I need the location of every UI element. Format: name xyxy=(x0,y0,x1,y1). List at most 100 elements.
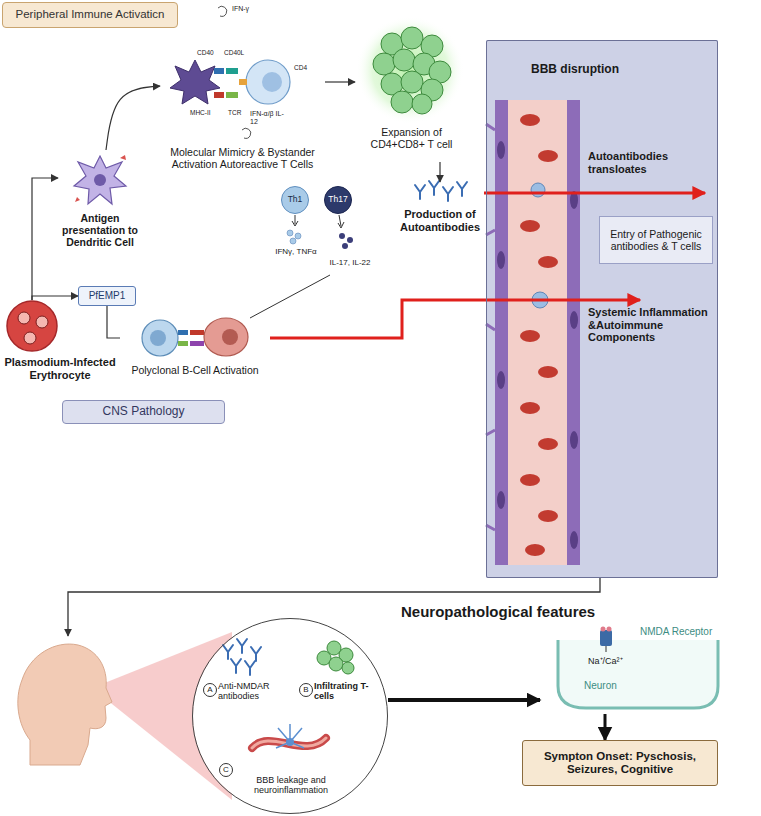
blood-vessel xyxy=(495,100,580,565)
arrow-connector xyxy=(32,178,58,300)
blood-vessel xyxy=(538,510,558,522)
infected-erythrocyte xyxy=(7,301,57,351)
blood-vessel xyxy=(497,251,505,269)
antigen-box: PfEMP1 xyxy=(78,286,136,306)
callout-letter: B xyxy=(299,683,313,697)
mimicry-cells xyxy=(226,68,238,74)
expansion-node: Expansion of CD4+CD8+ T cell xyxy=(355,22,468,162)
th17-cell: Th17 xyxy=(324,186,352,214)
zoom-circle: Neuropathological featuresAAnti-NMDAR an… xyxy=(192,618,388,814)
infected-erythrocyte xyxy=(24,332,36,344)
b-cell-macrophage xyxy=(150,330,166,346)
t-cell-cluster xyxy=(356,16,464,124)
arrow-connector xyxy=(439,162,440,182)
blood-vessel xyxy=(495,100,508,565)
node-text: Molecular Mimicry & Bystander Activation… xyxy=(170,146,315,170)
autoantibody-node: Production of Autoantibodies xyxy=(396,182,484,244)
node-text: NMDA Receptor xyxy=(640,626,712,638)
cns-icons xyxy=(237,639,247,653)
cns-icons xyxy=(252,738,326,748)
blood-vessel xyxy=(486,100,580,565)
cns-icons xyxy=(252,738,326,748)
neuron-membrane xyxy=(607,627,612,632)
marker-label: IFN-α/β IL-12 xyxy=(250,110,290,126)
b-cell-macrophage xyxy=(190,341,204,346)
arrow-connector xyxy=(325,81,355,82)
blood-vessel xyxy=(538,256,558,268)
neuron-membrane xyxy=(558,627,718,709)
blood-vessel xyxy=(520,402,540,414)
bbb-panel-fill xyxy=(486,40,718,578)
section-header: Peripheral Immune Activaticn xyxy=(2,2,178,28)
cytokine-release xyxy=(295,215,296,224)
b-cell-macrophage xyxy=(178,330,188,335)
b-cell-macrophage xyxy=(190,330,204,335)
marker-label: CD40L xyxy=(224,49,244,56)
b-cell-macrophage xyxy=(222,329,238,345)
antibody-icons xyxy=(429,181,439,195)
antibody-icons xyxy=(457,182,467,196)
node-text: Neuron xyxy=(584,680,617,692)
red-arrow xyxy=(270,300,640,338)
blood-vessel xyxy=(567,100,580,565)
blood-vessel xyxy=(538,438,558,450)
blood-vessel xyxy=(570,311,578,329)
b-cell-macrophage xyxy=(142,320,178,356)
connector-label: Autoantibodies transloates xyxy=(588,150,712,175)
t-cell-cluster xyxy=(412,94,432,114)
node-text: BBB leakage and neuroinflammation xyxy=(241,775,341,796)
blood-vessel xyxy=(525,544,545,556)
neuron-node: NMDA ReceptorNa⁺/Ca²⁺Neuron xyxy=(540,624,725,714)
blood-vessel xyxy=(497,491,505,509)
blood-vessel xyxy=(520,220,540,232)
antibody-icons xyxy=(415,185,425,199)
mimicry-cells xyxy=(170,60,220,104)
arrow-connector xyxy=(106,86,160,150)
outcome-box: Sympton Onset: Pyschosis, Seizures, Cogn… xyxy=(522,740,718,786)
cytokine-label: IL-17, IL-22 xyxy=(322,258,378,267)
marker-label: CD40 xyxy=(197,49,214,56)
mimicry-cells xyxy=(218,6,227,16)
cytokine-release xyxy=(338,222,344,228)
arrow-connector xyxy=(604,714,607,740)
t-cell-cluster xyxy=(356,16,464,124)
cytokine-release xyxy=(339,233,345,239)
node-text: Expansion of CD4+CD8+ T cell xyxy=(355,126,468,150)
node-text: CNS Pathology xyxy=(102,405,184,419)
t-cell-cluster xyxy=(401,71,423,93)
marker-label: TCR xyxy=(228,109,241,116)
node-text: PfEMP1 xyxy=(89,290,126,302)
node-text: Entry of Pathogenic antibodies & T cells xyxy=(604,228,708,252)
b-cell-macrophage xyxy=(142,318,248,356)
blood-vessel xyxy=(538,150,558,162)
section-heading: Neuropathological features xyxy=(401,603,595,620)
mimicry-cells xyxy=(239,79,247,85)
cns-icons xyxy=(245,661,255,675)
arrow-connector xyxy=(68,578,600,636)
cytokine-release xyxy=(295,233,301,239)
t-cell-cluster xyxy=(373,53,395,75)
blood-vessel xyxy=(538,366,558,378)
neuron-membrane xyxy=(601,627,606,632)
section-header: CNS Pathology xyxy=(62,400,225,424)
blood-vessel xyxy=(570,431,578,449)
node-text: Plasmodium-Infected Erythrocyte xyxy=(2,356,118,381)
neuron-membrane xyxy=(606,646,607,652)
blood-vessel xyxy=(497,371,505,389)
node-text: Peripheral Immune Activaticn xyxy=(16,8,165,21)
node-text: Production of Autoantibodies xyxy=(396,208,484,233)
node-text: BBB disruption xyxy=(531,63,691,77)
node-text: Infiltrating T-cells xyxy=(314,681,384,702)
infected-erythrocyte xyxy=(18,312,30,324)
callout-letter: C xyxy=(219,763,233,777)
feature-item: C BBB leakage and neuroinflammation xyxy=(219,763,359,807)
dendritic-cell xyxy=(74,155,126,204)
cns-icons xyxy=(276,724,304,748)
blood-vessel xyxy=(486,124,495,530)
b-cell-node: Polyclonal B-Cell Activation xyxy=(120,318,270,384)
arrow-connector xyxy=(107,306,120,338)
blood-vessel xyxy=(570,531,578,549)
cns-icons xyxy=(223,645,233,659)
mimicry-cells xyxy=(170,6,290,138)
blood-vessel xyxy=(520,330,540,342)
